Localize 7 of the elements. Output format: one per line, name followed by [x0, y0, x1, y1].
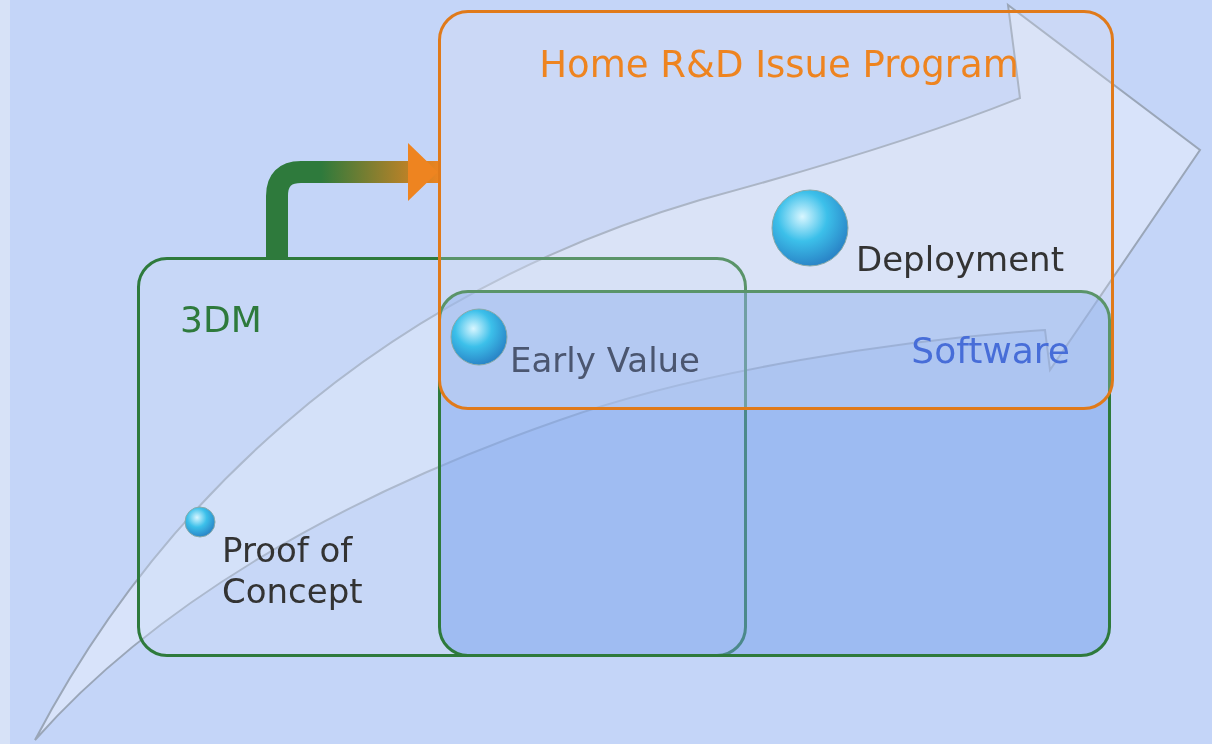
frame-title: Home R&D Issue Program [538, 43, 1020, 88]
program-frame [438, 10, 1114, 410]
stage-label: Deployment [856, 239, 1064, 280]
frame-title: Software [911, 329, 1070, 373]
stage-label: Early Value [510, 340, 701, 381]
frame-title: 3DM [180, 298, 262, 342]
stage-label: Proof of Concept [222, 530, 364, 612]
